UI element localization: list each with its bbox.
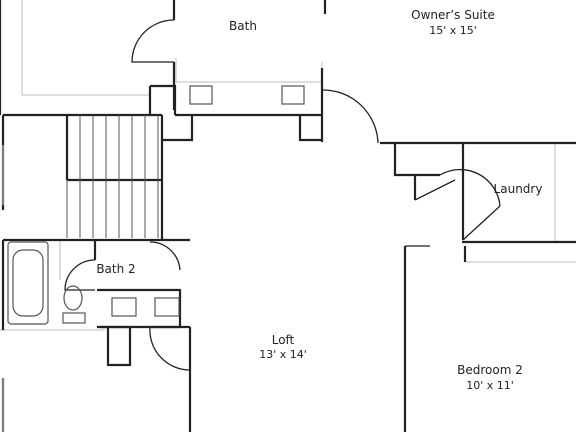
sink-icon — [189, 85, 213, 105]
bathtub-basin-icon — [12, 249, 44, 317]
sink-icon — [111, 297, 137, 317]
room-dims-owners-suite: 15' x 15' — [429, 24, 477, 37]
room-name-bath-2: Bath 2 — [96, 262, 135, 276]
room-name-bath: Bath — [229, 19, 257, 33]
room-dims-loft: 13' x 14' — [259, 348, 307, 361]
room-name-laundry: Laundry — [494, 182, 543, 196]
stair-treads — [66, 115, 159, 238]
light-lines — [0, 0, 576, 331]
room-dims-bedroom-2: 10' x 11' — [466, 379, 514, 392]
door-swings — [64, 19, 501, 371]
sink-icon — [281, 85, 305, 105]
toilet-bowl-icon — [63, 285, 83, 311]
room-name-owners-suite: Owner’s Suite — [411, 8, 495, 22]
sink-icon — [154, 297, 180, 317]
fixtures — [2, 85, 305, 432]
room-name-bedroom-2: Bedroom 2 — [457, 363, 523, 377]
bathtub-icon — [7, 241, 49, 325]
room-name-loft: Loft — [272, 333, 295, 347]
toilet-tank-icon — [62, 312, 86, 324]
room-labels: Bath Owner’s Suite 15' x 15' Laundry Bat… — [96, 8, 542, 392]
